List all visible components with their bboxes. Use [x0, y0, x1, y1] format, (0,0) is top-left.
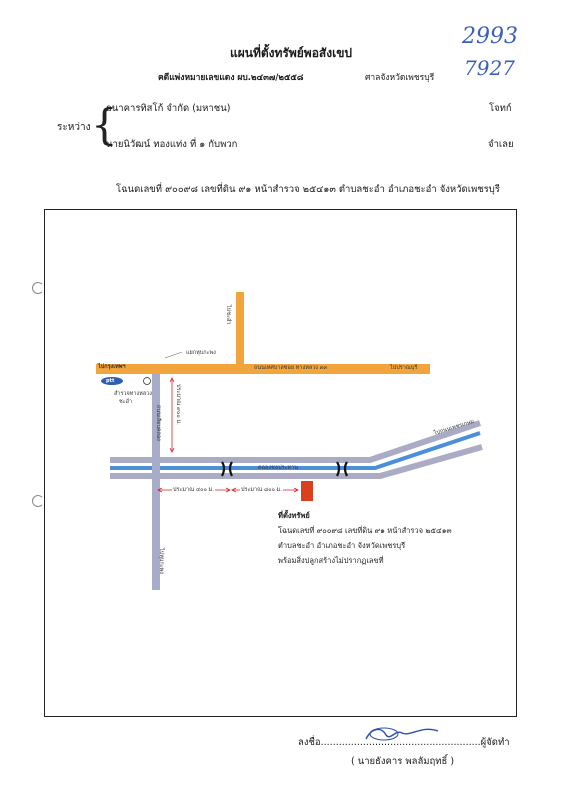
- label-distance-left: ประมาณ ๔๐๐ ม.: [172, 486, 215, 494]
- map-frame: [44, 209, 517, 717]
- label-side-road: ถนนเลียบคลอง: [155, 405, 161, 441]
- defendant-name: นายนิวัฒน์ ทองแท่ง ที่ ๑ กับพวก: [106, 139, 238, 150]
- signature-scribble: [365, 727, 439, 741]
- punch-hole: [32, 282, 44, 294]
- label-junction: แยกหุบกะพง: [186, 350, 216, 356]
- plaintiff-name: ธนาคารทิสโก้ จำกัด (มหาชน): [106, 103, 231, 114]
- deed-description: โฉนดเลขที่ ๙๐๐๙๘ เลขที่ดิน ๙๑ หน้าสำรวจ …: [116, 184, 500, 195]
- ptt-logo-icon: [101, 377, 123, 385]
- bridge-right-icon: [336, 461, 348, 477]
- page-title: แผนที่ตั้งทรัพย์พอสังเขป: [229, 46, 353, 60]
- between-label: ระหว่าง: [57, 122, 91, 133]
- punch-hole: [32, 495, 44, 507]
- canal-water: [110, 431, 481, 470]
- label-canal: คลองชลประทาน: [258, 465, 299, 471]
- property-line-3: พร้อมสิ่งปลูกสร้างไม่ปรากฏเลขที่: [278, 556, 384, 565]
- label-distance-right: ประมาณ ๘๐๐ ม.: [240, 486, 284, 494]
- label-to-south: ไปหุบกะพง: [158, 548, 164, 574]
- label-to-chaam: ไปชะอำ: [225, 305, 231, 325]
- handwritten-number-top: 2993: [462, 24, 518, 49]
- property-marker: [301, 481, 313, 501]
- side-road: [152, 370, 160, 590]
- north-road: [236, 292, 244, 366]
- canal-bank-upper: [110, 420, 481, 463]
- police-station-icon: [143, 377, 151, 385]
- property-title: ที่ตั้งทรัพย์: [278, 511, 310, 520]
- party-brace: {: [91, 100, 118, 149]
- court-name: ศาลจังหวัดเพชรบุรี: [365, 73, 435, 83]
- case-number: คดีแพ่งหมายเลขแดง ผบ.๒๔๓๗/๒๕๕๘: [158, 73, 304, 83]
- label-to-pranburi: ไปปราณบุรี: [390, 365, 418, 371]
- property-info: ที่ตั้งทรัพย์ โฉนดเลขที่ ๙๐๐๙๘ เลขที่ดิน…: [278, 508, 452, 568]
- station-leader-line: [164, 351, 183, 359]
- label-police-2: ชะอำ: [119, 399, 133, 405]
- signatory-name: ( นายธังคาร พลลัมฤทธิ์ ): [351, 756, 455, 767]
- distance-arrow-vertical: [169, 377, 175, 453]
- label-ptt: ptt: [106, 378, 115, 384]
- signature-line: ลงชื่อ..................................…: [298, 737, 510, 748]
- property-line-1: โฉนดเลขที่ ๙๐๐๙๘ เลขที่ดิน ๙๑ หน้าสำรวจ …: [278, 526, 452, 535]
- property-line-2: ตำบลชะอำ อำเภอชะอำ จังหวัดเพชรบุรี: [278, 541, 406, 550]
- plaintiff-role: โจทก์: [489, 103, 512, 114]
- label-distance-vertical: ประมาณ ๙๐๐ ม.: [175, 384, 181, 425]
- label-police: สำรวจทางหลวง: [114, 391, 152, 397]
- bridge-left-icon: [221, 461, 233, 477]
- handwritten-number-bottom: 7927: [464, 56, 515, 80]
- canal-bank-lower: [110, 444, 483, 479]
- defendant-role: จำเลย: [488, 139, 514, 150]
- main-road: [96, 364, 430, 374]
- label-main-road: ถนนเทศบาลซอย ทางหลวง ๓๓: [254, 365, 328, 371]
- label-to-bangkok: ไปกรุงเทพฯ: [98, 364, 126, 370]
